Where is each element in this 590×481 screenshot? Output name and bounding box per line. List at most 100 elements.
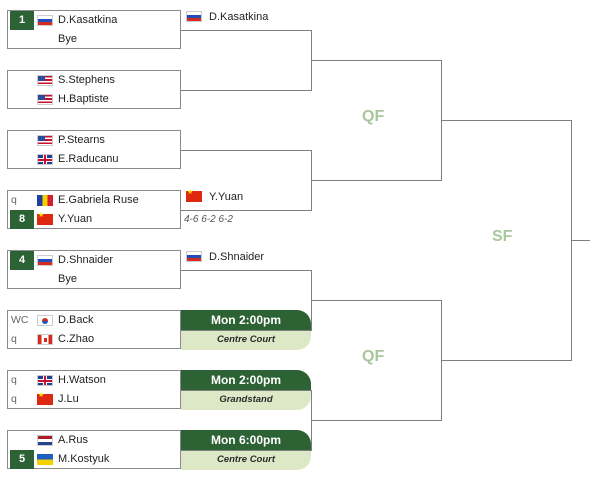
player-row[interactable]: P.Stearns xyxy=(8,131,180,150)
player-name[interactable]: H.Baptiste xyxy=(58,93,109,105)
player-name[interactable]: J.Lu xyxy=(58,393,79,405)
winner-entry[interactable]: D.Shnaider xyxy=(186,251,264,263)
player-row[interactable]: A.Rus xyxy=(8,431,180,450)
player-name[interactable]: M.Kostyuk xyxy=(58,453,110,465)
player-name[interactable]: D.Shnaider xyxy=(58,254,114,266)
player-name[interactable]: D.Kasatkina xyxy=(58,14,118,26)
player-row[interactable]: 8 Y.Yuan xyxy=(8,210,180,229)
bracket-line xyxy=(181,390,311,391)
cn-flag-icon xyxy=(186,191,202,202)
bracket-line xyxy=(311,60,441,61)
player-name[interactable]: P.Stearns xyxy=(58,134,105,146)
bracket-line xyxy=(181,90,311,91)
player-row[interactable]: 5 M.Kostyuk xyxy=(8,450,180,469)
bracket-line xyxy=(571,240,590,241)
player-row[interactable]: S.Stephens xyxy=(8,71,180,90)
winner-entry[interactable]: Y.Yuan xyxy=(186,191,243,203)
ru-flag-icon xyxy=(186,11,202,22)
bracket-line xyxy=(181,450,311,451)
gb-flag-icon xyxy=(37,375,53,386)
player-row[interactable]: q J.Lu xyxy=(8,390,180,409)
player-name[interactable]: E.Raducanu xyxy=(58,153,119,165)
player-name[interactable]: D.Back xyxy=(58,314,94,326)
bracket-line xyxy=(181,150,311,151)
ca-flag-icon xyxy=(37,334,53,345)
seed-badge: 1 xyxy=(10,11,34,30)
match-box: A.Rus 5 M.Kostyuk xyxy=(7,430,181,469)
round-label-qf: QF xyxy=(362,108,385,125)
kr-flag-icon xyxy=(37,315,53,326)
player-row[interactable]: E.Raducanu xyxy=(8,150,180,169)
bracket-line xyxy=(181,210,311,211)
bracket-line xyxy=(181,270,311,271)
winner-entry[interactable]: D.Kasatkina xyxy=(186,11,268,23)
player-row[interactable]: H.Baptiste xyxy=(8,90,180,109)
cn-flag-icon xyxy=(37,211,53,225)
match-box: q E.Gabriela Ruse 8 Y.Yuan xyxy=(7,190,181,229)
bye-label: Bye xyxy=(58,33,77,45)
bracket-line xyxy=(181,330,311,331)
player-name[interactable]: E.Gabriela Ruse xyxy=(58,194,139,206)
entry-tag: q xyxy=(11,333,17,345)
winner-name[interactable]: D.Shnaider xyxy=(209,251,265,263)
match-score: 4-6 6-2 6-2 xyxy=(184,214,233,225)
gb-flag-icon xyxy=(37,154,53,165)
nl-flag-icon xyxy=(37,435,53,446)
player-row[interactable]: 1 D.Kasatkina xyxy=(8,11,180,30)
round-label-sf: SF xyxy=(492,228,513,245)
player-name[interactable]: Y.Yuan xyxy=(58,213,93,225)
bracket-line xyxy=(311,420,441,421)
player-name[interactable]: H.Watson xyxy=(58,374,106,386)
player-name[interactable]: A.Rus xyxy=(58,434,88,446)
seed-badge: 4 xyxy=(10,251,34,270)
ua-flag-icon xyxy=(37,454,53,465)
entry-tag: WC xyxy=(11,314,29,326)
match-time: Mon 2:00pm xyxy=(181,370,311,390)
winner-name[interactable]: Y.Yuan xyxy=(209,191,244,203)
bracket-line xyxy=(441,120,571,121)
match-box: WC D.Back q C.Zhao xyxy=(7,310,181,349)
match-box: 1 D.Kasatkina Bye xyxy=(7,10,181,49)
ru-flag-icon xyxy=(37,255,53,266)
round-label-qf: QF xyxy=(362,348,385,365)
bracket-line xyxy=(311,300,441,301)
player-name[interactable]: C.Zhao xyxy=(58,333,95,345)
player-row[interactable]: q E.Gabriela Ruse xyxy=(8,191,180,210)
seed-badge: 8 xyxy=(10,210,34,229)
match-box: S.Stephens H.Baptiste xyxy=(7,70,181,109)
us-flag-icon xyxy=(37,135,53,146)
bracket-line xyxy=(181,30,311,31)
entry-tag: q xyxy=(11,194,17,206)
player-row[interactable]: 4 D.Shnaider xyxy=(8,251,180,270)
match-box: q H.Watson q J.Lu xyxy=(7,370,181,409)
bracket-line xyxy=(441,360,571,361)
match-time: Mon 6:00pm xyxy=(181,430,311,450)
schedule-card[interactable]: Mon 2:00pm Grandstand xyxy=(181,370,311,410)
match-box: 4 D.Shnaider Bye xyxy=(7,250,181,289)
seed-badge: 5 xyxy=(10,450,34,469)
ro-flag-icon xyxy=(37,195,53,206)
us-flag-icon xyxy=(37,94,53,105)
player-row[interactable]: WC D.Back xyxy=(8,311,180,330)
us-flag-icon xyxy=(37,75,53,86)
ru-flag-icon xyxy=(37,15,53,26)
player-row: Bye xyxy=(8,270,180,289)
match-box: P.Stearns E.Raducanu xyxy=(7,130,181,169)
schedule-card[interactable]: Mon 2:00pm Centre Court xyxy=(181,310,311,350)
player-row: Bye xyxy=(8,30,180,49)
bye-label: Bye xyxy=(58,273,77,285)
bracket-line xyxy=(311,180,441,181)
match-time: Mon 2:00pm xyxy=(181,310,311,330)
court-name: Centre Court xyxy=(181,450,311,470)
court-name: Grandstand xyxy=(181,390,311,410)
player-row[interactable]: q H.Watson xyxy=(8,371,180,390)
entry-tag: q xyxy=(11,374,17,386)
player-name[interactable]: S.Stephens xyxy=(58,74,115,86)
cn-flag-icon xyxy=(37,391,53,405)
winner-name[interactable]: D.Kasatkina xyxy=(209,11,269,23)
entry-tag: q xyxy=(11,393,17,405)
ru-flag-icon xyxy=(186,251,202,262)
schedule-card[interactable]: Mon 6:00pm Centre Court xyxy=(181,430,311,470)
player-row[interactable]: q C.Zhao xyxy=(8,330,180,349)
court-name: Centre Court xyxy=(181,330,311,350)
